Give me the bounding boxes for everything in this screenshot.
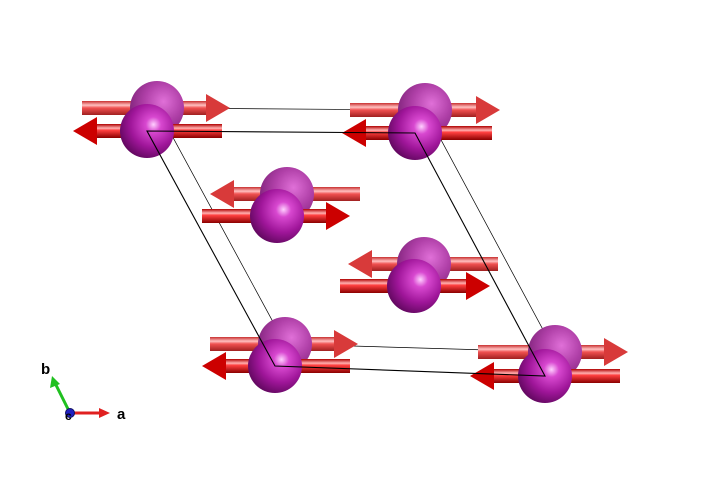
- c-axis-label: c: [65, 409, 72, 423]
- spin-arrow-head: [604, 338, 628, 366]
- spin-arrow-head: [206, 94, 230, 122]
- spin-arrow-head: [476, 96, 500, 124]
- front-layer: [73, 104, 620, 403]
- unit-cell-back-edges: [156, 107, 556, 353]
- spin-arrow-head: [210, 180, 234, 208]
- b-axis-arrowhead: [50, 376, 60, 388]
- cell-back-outline: [156, 107, 556, 353]
- atom-front: [250, 189, 304, 243]
- spin-arrow-head: [470, 362, 494, 390]
- c-axis-dot: [65, 408, 75, 418]
- spin-arrow-head: [73, 117, 97, 145]
- spin-arrow-head: [202, 352, 226, 380]
- atom-front: [387, 259, 441, 313]
- axis-indicator: b a c: [41, 361, 126, 423]
- unit-cell-front-edges: [146, 130, 546, 377]
- b-axis-label: b: [41, 361, 50, 378]
- a-axis-arrowhead: [99, 408, 110, 418]
- spin-arrow-head: [326, 202, 350, 230]
- b-axis-arrow: [53, 382, 72, 414]
- cell-front-outline: [146, 130, 546, 377]
- a-axis-label: a: [117, 406, 126, 423]
- spin-arrow-head: [334, 330, 358, 358]
- spin-arrow-head: [348, 250, 372, 278]
- spin-arrow-head: [466, 272, 490, 300]
